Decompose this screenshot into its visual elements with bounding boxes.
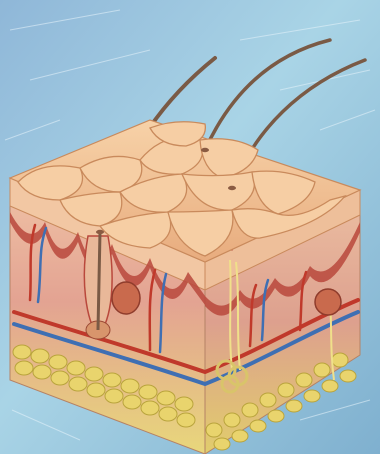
sebaceous-gland-right [315, 289, 341, 315]
sebaceous-gland-left [112, 282, 140, 314]
